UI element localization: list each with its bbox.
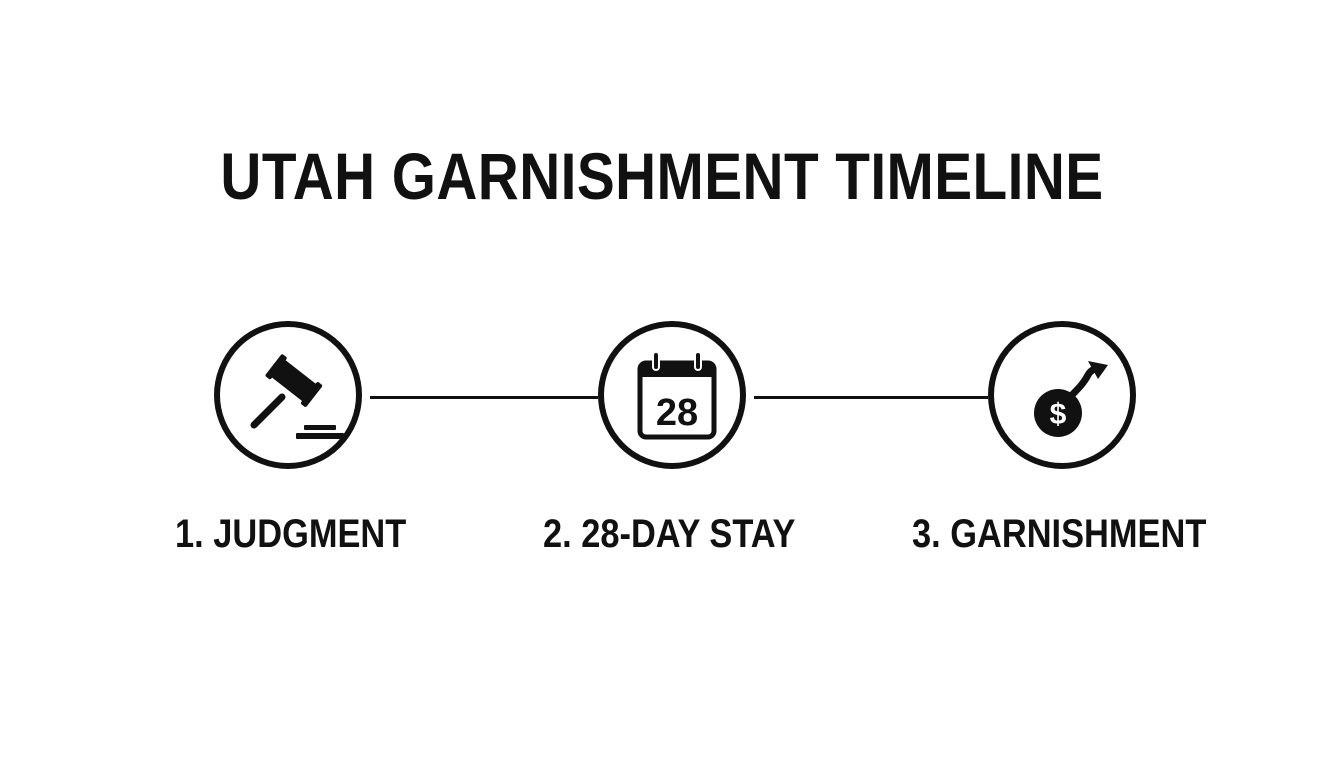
step-1-circle <box>214 321 362 469</box>
timeline-connector-2-3 <box>754 396 988 399</box>
timeline-connector-1-2 <box>370 396 598 399</box>
step-1-label: 1. JUDGMENT <box>175 512 407 556</box>
step-3-label: 3. GARNISHMENT <box>912 512 1207 556</box>
calendar-day-number: 28 <box>656 392 698 434</box>
dollar-sign: $ <box>1050 398 1067 431</box>
money-arrow-icon: $ <box>1034 361 1108 437</box>
page-title: UTAH GARNISHMENT TIMELINE <box>220 139 1104 213</box>
gavel-icon <box>250 354 344 439</box>
step-2-circle: 28 <box>598 321 746 469</box>
calendar-icon: 28 <box>637 351 717 440</box>
step-3-circle: $ <box>988 321 1136 469</box>
step-2-label: 2. 28-DAY STAY <box>543 512 796 556</box>
